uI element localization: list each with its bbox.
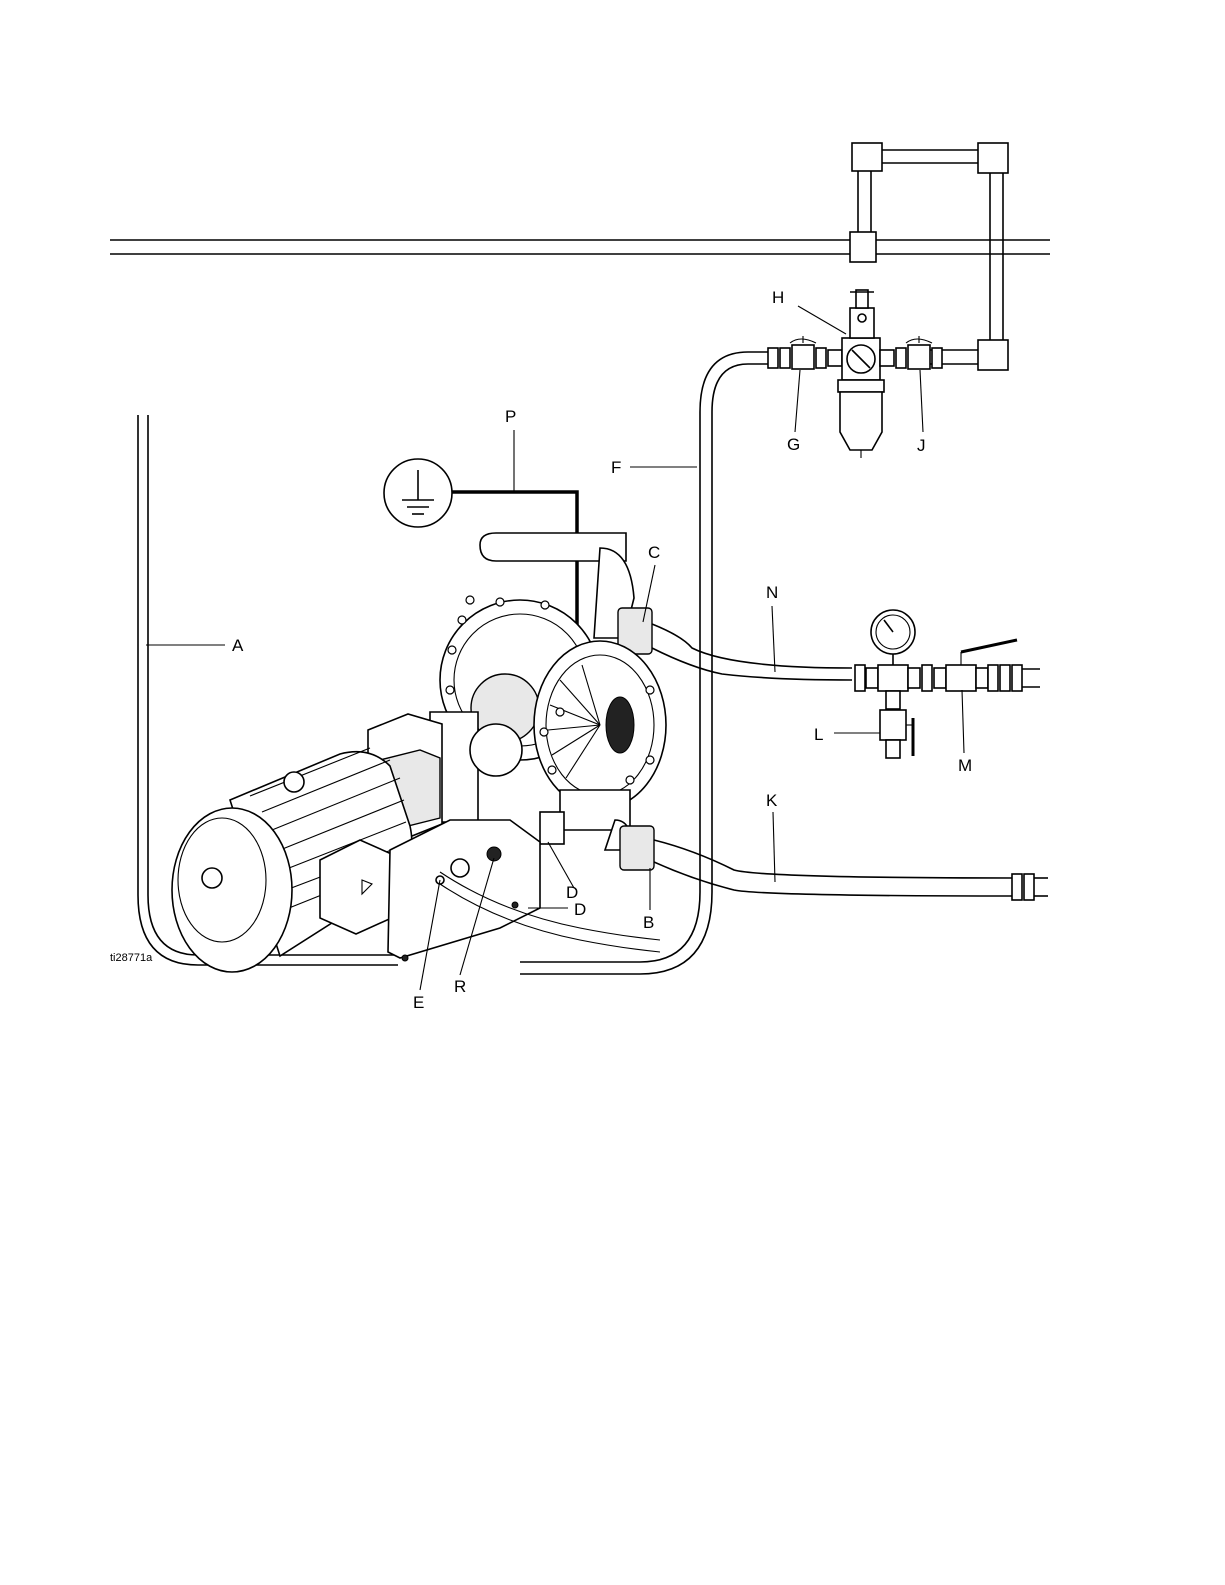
callout-m: M: [958, 756, 972, 775]
fluid-shutoff-valve: [946, 665, 976, 691]
callout-b: B: [643, 913, 654, 932]
fluid-outlet-hose: [652, 624, 852, 680]
callout-j: J: [917, 436, 926, 455]
pressure-gauge-icon: [871, 610, 915, 654]
callout-a: A: [232, 636, 244, 655]
callout-d-lower: D: [574, 900, 586, 919]
callout-e: E: [413, 993, 424, 1012]
air-filter-regulator-icon: [838, 290, 884, 458]
mounting-bracket: [388, 820, 540, 961]
callout-c: C: [648, 543, 660, 562]
callout-h: H: [772, 288, 784, 307]
electric-motor-icon: [172, 748, 412, 972]
callout-k: K: [766, 791, 778, 810]
figure-id-label: ti28771a: [110, 952, 153, 964]
bleed-valve-g: [792, 345, 814, 369]
air-supply-header-pipe: [110, 240, 1050, 254]
fluid-inlet-hose: [654, 840, 1048, 900]
fluid-drain-valve: [880, 710, 906, 740]
ground-symbol-icon: [384, 459, 452, 527]
callout-g: G: [787, 435, 800, 454]
air-shutoff-valve-j: [908, 345, 930, 369]
callout-f: F: [611, 458, 621, 477]
fluid-outlet-assembly: [855, 610, 1040, 758]
callout-r: R: [454, 977, 466, 996]
callout-n: N: [766, 583, 778, 602]
callout-p: P: [505, 407, 516, 426]
air-filter-regulator-assembly: [768, 290, 942, 458]
callout-l: L: [814, 725, 823, 744]
